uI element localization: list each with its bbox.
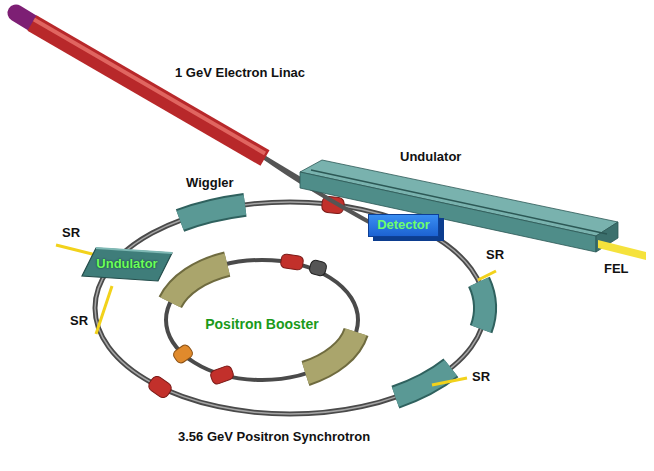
fel-beam bbox=[598, 240, 646, 260]
booster-ring: Positron Booster bbox=[160, 252, 364, 388]
sr-label: SR bbox=[472, 370, 490, 385]
sr-label: SR bbox=[62, 226, 80, 241]
linac-highlight bbox=[34, 20, 265, 154]
linac-tube bbox=[32, 23, 265, 158]
ring-quadrupoles bbox=[146, 196, 344, 400]
sr-beam bbox=[432, 378, 467, 385]
quadrupole bbox=[209, 365, 234, 386]
ring-pipe bbox=[95, 202, 485, 414]
fel-undulator bbox=[300, 160, 618, 252]
booster-magnet bbox=[170, 264, 227, 302]
sr-label: SR bbox=[486, 248, 504, 263]
booster-ring bbox=[166, 254, 358, 386]
booster-pipe bbox=[166, 260, 358, 380]
linac bbox=[16, 13, 265, 158]
undulator-magnet: Undulator bbox=[82, 248, 172, 281]
node-text: Undulator bbox=[96, 257, 157, 272]
magnet-highlight bbox=[96, 248, 172, 253]
undulator-label: Undulator bbox=[400, 150, 461, 165]
magnet-body bbox=[82, 248, 172, 281]
sr-beam bbox=[478, 271, 496, 280]
wiggler-magnet bbox=[180, 205, 245, 221]
kicker-body bbox=[308, 259, 327, 277]
sr-label: SR bbox=[70, 314, 88, 329]
ring-pipe-highlight bbox=[95, 202, 485, 414]
fel-label: FEL bbox=[604, 262, 629, 277]
node-text: Positron Booster bbox=[205, 316, 319, 332]
electron-gun bbox=[16, 13, 34, 24]
injector-body bbox=[172, 343, 195, 365]
wiggler-edge bbox=[180, 205, 245, 221]
quadrupole-body bbox=[280, 254, 304, 271]
quadrupole bbox=[146, 374, 173, 400]
linac-label: 1 GeV Electron Linac bbox=[175, 66, 305, 81]
undulator-gap bbox=[311, 170, 607, 234]
detector-box: Detector bbox=[368, 214, 439, 237]
kicker bbox=[308, 259, 327, 277]
injector bbox=[172, 343, 195, 365]
node-text: Detector bbox=[377, 218, 430, 233]
bending-magnet bbox=[479, 282, 485, 329]
booster-magnet bbox=[306, 332, 357, 374]
sr-beam bbox=[96, 286, 112, 334]
bending-magnet-edge bbox=[479, 282, 485, 329]
facility-caption: 3.56 GeV Positron Synchrotron bbox=[178, 430, 370, 445]
quadrupole-body bbox=[209, 365, 234, 386]
quadrupole bbox=[280, 254, 304, 271]
ring-magnets bbox=[180, 205, 485, 397]
booster-magnet-edge bbox=[170, 264, 227, 302]
quadrupole-body bbox=[146, 374, 173, 400]
booster-magnet-edge bbox=[306, 332, 357, 374]
synchrotron-ring bbox=[95, 202, 485, 414]
sr-beams bbox=[56, 245, 496, 385]
wiggler-label: Wiggler bbox=[186, 176, 234, 191]
undulator-front bbox=[300, 172, 596, 252]
